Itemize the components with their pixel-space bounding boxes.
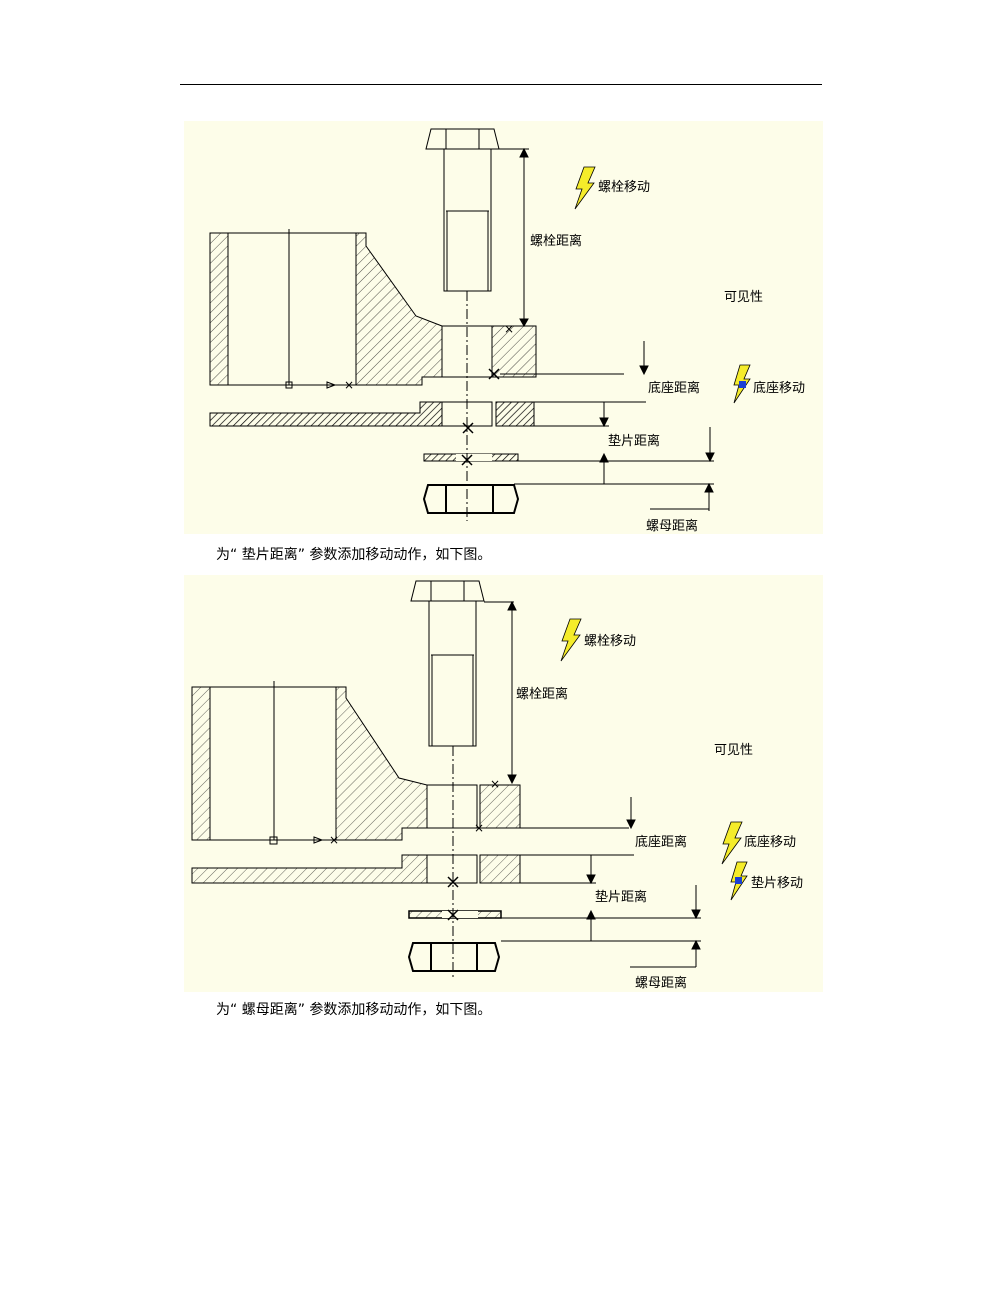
dimension-lines <box>404 600 701 968</box>
bolt-move-icon[interactable] <box>574 166 596 210</box>
label-base-move: 底座移动 <box>744 834 796 850</box>
dimension-lines <box>499 147 715 511</box>
caption-1: 为“ 垫片距离” 参数添加移动动作，如下图。 <box>216 547 492 563</box>
nut <box>407 942 501 972</box>
label-washer-distance: 垫片距离 <box>608 433 660 449</box>
grip-points <box>461 368 500 466</box>
label-washer-distance: 垫片距离 <box>595 889 647 905</box>
label-visibility: 可见性 <box>724 290 763 305</box>
washer-move-icon[interactable] <box>730 861 748 901</box>
washer-plate <box>209 401 535 427</box>
label-base-distance: 底座距离 <box>648 380 700 396</box>
base-move-icon[interactable] <box>733 364 751 404</box>
label-bolt-move: 螺栓移动 <box>598 180 650 195</box>
label-base-distance: 底座距离 <box>635 834 687 850</box>
svg-text:×: × <box>329 833 339 847</box>
caption-2: 为“ 螺母距离” 参数添加移动动作，如下图。 <box>216 1002 492 1018</box>
washer-plate <box>191 854 521 884</box>
figure-1-drawing: × × <box>184 121 823 534</box>
label-visibility: 可见性 <box>714 743 753 758</box>
thin-washer <box>423 453 519 462</box>
label-bolt-distance: 螺栓距离 <box>530 233 582 249</box>
label-nut-distance: 螺母距离 <box>635 975 687 991</box>
svg-text:×: × <box>344 378 354 392</box>
svg-text:×: × <box>504 322 514 336</box>
bolt-move-icon[interactable] <box>560 618 582 662</box>
nut <box>422 484 520 514</box>
bolt <box>410 580 485 747</box>
label-washer-move: 垫片移动 <box>751 875 803 891</box>
bolt <box>425 128 500 292</box>
base-part: × × × <box>191 681 521 847</box>
label-bolt-move: 螺栓移动 <box>584 634 636 649</box>
svg-text:×: × <box>490 777 500 791</box>
figure-2-canvas: × × × <box>191 580 803 991</box>
grip-points <box>447 876 459 921</box>
figure-1-canvas: × × <box>209 128 805 534</box>
figure-2-drawing: × × × <box>184 575 823 992</box>
base-move-icon[interactable] <box>721 821 743 865</box>
label-base-move: 底座移动 <box>753 380 805 396</box>
base-part: × × <box>209 229 537 392</box>
label-nut-distance: 螺母距离 <box>646 518 698 534</box>
header-rule <box>180 84 822 85</box>
label-bolt-distance: 螺栓距离 <box>516 686 568 702</box>
